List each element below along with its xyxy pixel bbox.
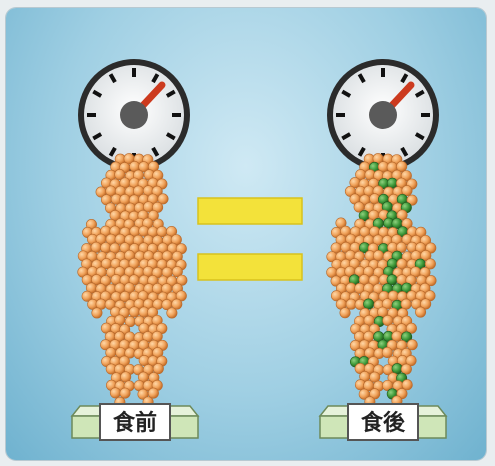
weight-comparison-illustration: 食前 食後 bbox=[6, 8, 486, 460]
orange-particle bbox=[401, 299, 411, 309]
diagram-frame: 食前 食後 bbox=[6, 8, 486, 460]
weight-scale-dial-icon bbox=[78, 59, 190, 171]
orange-particle bbox=[92, 308, 102, 318]
orange-particle bbox=[382, 347, 392, 357]
after-meal-label: 食後 bbox=[361, 410, 406, 436]
equals-sign-icon bbox=[198, 198, 302, 280]
human-figure-after bbox=[327, 153, 437, 406]
green-particle bbox=[363, 299, 373, 309]
after-meal-group: 食後 bbox=[320, 59, 446, 440]
orange-particle bbox=[167, 308, 177, 318]
human-figure-before bbox=[78, 153, 187, 407]
orange-particle bbox=[120, 388, 130, 398]
label-box-before: 食前 bbox=[100, 404, 170, 440]
before-meal-group: 食前 bbox=[72, 59, 198, 440]
label-box-after: 食後 bbox=[348, 404, 418, 440]
orange-particle bbox=[129, 307, 139, 317]
orange-particle bbox=[373, 250, 383, 260]
before-meal-label: 食前 bbox=[113, 410, 157, 436]
orange-particle bbox=[110, 388, 120, 398]
dial-hub bbox=[120, 101, 148, 129]
dial-hub bbox=[369, 101, 397, 129]
weight-scale-dial-icon bbox=[327, 59, 439, 171]
orange-particle bbox=[340, 308, 350, 318]
green-particle bbox=[392, 363, 402, 373]
orange-particle bbox=[415, 307, 425, 317]
orange-particle bbox=[407, 340, 417, 350]
